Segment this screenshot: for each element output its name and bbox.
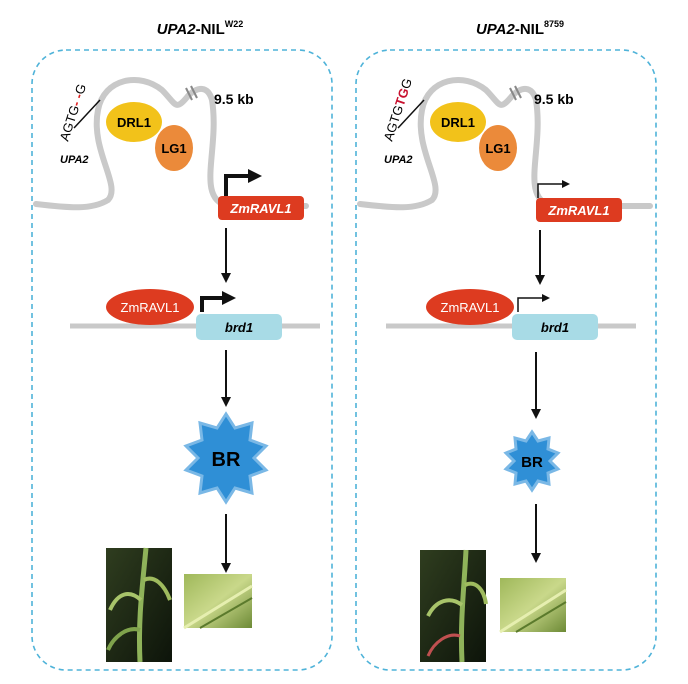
panel-title: UPA2-NILW22 xyxy=(157,19,244,38)
panel-border xyxy=(31,49,333,671)
hormone-label: BR xyxy=(212,449,241,471)
panel-w22: UPA2-NILW22 9.5 kb AGTG- -G DRL1 LG1 UPA… xyxy=(31,19,333,671)
target-label: brd1 xyxy=(541,320,569,335)
lg1-label: LG1 xyxy=(161,141,186,156)
seq-mid: TG xyxy=(392,86,412,108)
title-italic: UPA2 xyxy=(476,21,516,38)
seq-tick xyxy=(397,99,425,129)
tf-label: ZmRAVL1 xyxy=(121,300,180,315)
plant-photo xyxy=(420,549,488,663)
drl1-label: DRL1 xyxy=(441,115,475,130)
lg1-protein xyxy=(479,125,517,171)
brd1-gene-box xyxy=(196,314,282,340)
gene-label: ZmRAVL1 xyxy=(229,201,291,216)
plant-photo xyxy=(106,547,172,663)
dna-loop xyxy=(357,77,653,211)
lg1-protein xyxy=(155,125,193,171)
zmravl1-gene-box xyxy=(218,196,304,220)
title-rest: -NIL xyxy=(515,21,544,38)
drl1-label: DRL1 xyxy=(117,115,151,130)
title-sup: 8759 xyxy=(544,19,564,29)
tss-arrow-icon xyxy=(224,174,250,196)
zmravl1-tf xyxy=(426,289,514,325)
dna-break-icon xyxy=(185,85,198,101)
tss-arrow-icon xyxy=(517,297,542,312)
tss-arrow-icon xyxy=(537,183,562,198)
leaf-photo xyxy=(499,578,567,634)
zmravl1-tf xyxy=(106,289,194,325)
zmravl1-gene-box xyxy=(536,198,622,222)
drl1-protein xyxy=(106,102,162,142)
sequence-label: AGTGTGG xyxy=(381,76,415,142)
target-label: brd1 xyxy=(225,320,253,335)
br-star-icon xyxy=(183,411,269,505)
lg1-label: LG1 xyxy=(485,141,510,156)
br-star-icon xyxy=(503,429,561,493)
dna-break-icon xyxy=(509,85,522,101)
panel-8759: UPA2-NIL8759 9.5 kb AGTGTGG DRL1 LG1 UPA… xyxy=(355,19,657,671)
tss-arrow-icon xyxy=(200,296,224,312)
dna-loop xyxy=(33,77,309,211)
panel-border xyxy=(355,49,657,671)
hormone-label: BR xyxy=(521,454,543,471)
seq-suffix: G xyxy=(72,82,89,96)
seq-tick xyxy=(73,99,101,129)
gene-label: ZmRAVL1 xyxy=(547,203,609,218)
locus-label: UPA2 xyxy=(384,154,413,166)
seq-suffix: G xyxy=(398,76,415,90)
brd1-gene-box xyxy=(512,314,598,340)
title-italic: UPA2 xyxy=(157,21,197,38)
tf-label: ZmRAVL1 xyxy=(441,300,500,315)
panel-title: UPA2-NIL8759 xyxy=(476,19,564,38)
title-sup: W22 xyxy=(225,19,244,29)
distance-label: 9.5 kb xyxy=(214,91,254,107)
title-rest: -NIL xyxy=(196,21,225,38)
drl1-protein xyxy=(430,102,486,142)
distance-label: 9.5 kb xyxy=(534,91,574,107)
sequence-label: AGTG- -G xyxy=(57,82,90,143)
seq-mid: - - xyxy=(68,92,86,108)
leaf-photo xyxy=(183,574,253,630)
locus-label: UPA2 xyxy=(60,154,89,166)
